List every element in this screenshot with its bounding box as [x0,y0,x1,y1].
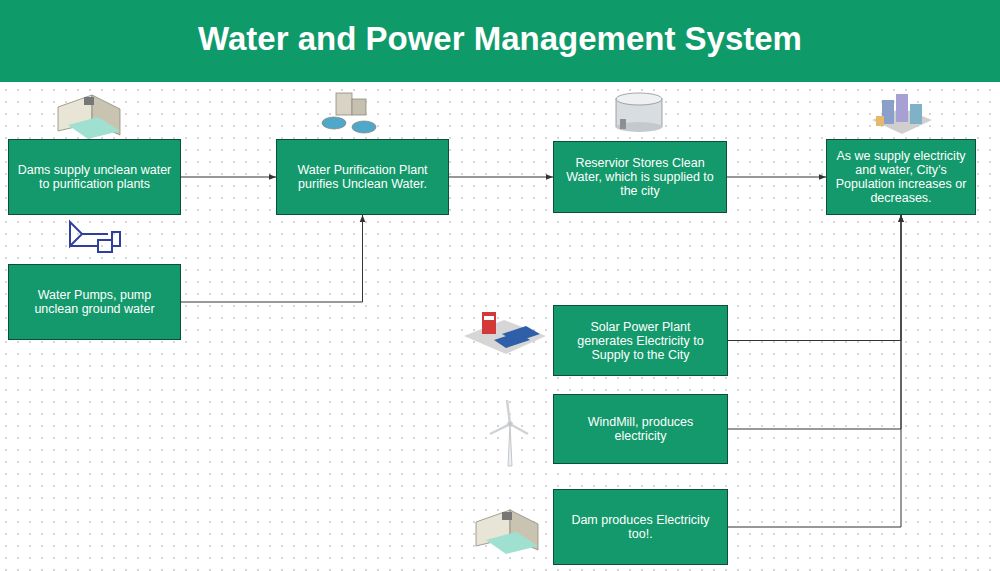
box-text: Reservior Stores Clean Water, which is s… [562,156,718,198]
process-box: Dam produces Electricity too!. [553,489,728,565]
box-text: Solar Power Plant generates Electricity … [562,320,719,362]
process-box: Water Purification Plant purifies Unclea… [276,139,449,215]
process-box: Dams supply unclean water to purificatio… [8,139,181,215]
flow-arrow [728,215,901,527]
process-box: WindMill, produces electricity [553,394,728,464]
box-text: WindMill, produces electricity [562,415,719,443]
water-pump-icon [70,222,120,252]
windmill-icon [490,400,528,466]
box-text: Water Pumps, pump unclean ground water [17,288,172,316]
city-icon [872,94,932,134]
process-box: Water Pumps, pump unclean ground water [8,264,181,340]
dam-icon [58,95,120,139]
reservoir-tank-icon [616,93,662,132]
process-box: As we supply electricity and water, City… [826,139,976,215]
box-text: As we supply electricity and water, City… [835,149,967,205]
box-text: Dam produces Electricity too!. [562,513,719,541]
flow-arrow [728,215,901,429]
dam-icon [476,510,538,554]
diagram-title: Water and Power Management System [0,0,1000,78]
flow-arrow [181,177,276,178]
flow-arrow [181,215,363,302]
process-box: Solar Power Plant generates Electricity … [553,305,728,376]
box-text: Dams supply unclean water to purificatio… [17,163,172,191]
flow-arrow [727,177,826,178]
purification-plant-icon [322,93,376,133]
solar-plant-icon [464,312,546,354]
process-box: Reservior Stores Clean Water, which is s… [553,141,727,213]
flow-arrow [728,215,901,341]
flow-arrow [449,177,553,178]
box-text: Water Purification Plant purifies Unclea… [285,163,440,191]
